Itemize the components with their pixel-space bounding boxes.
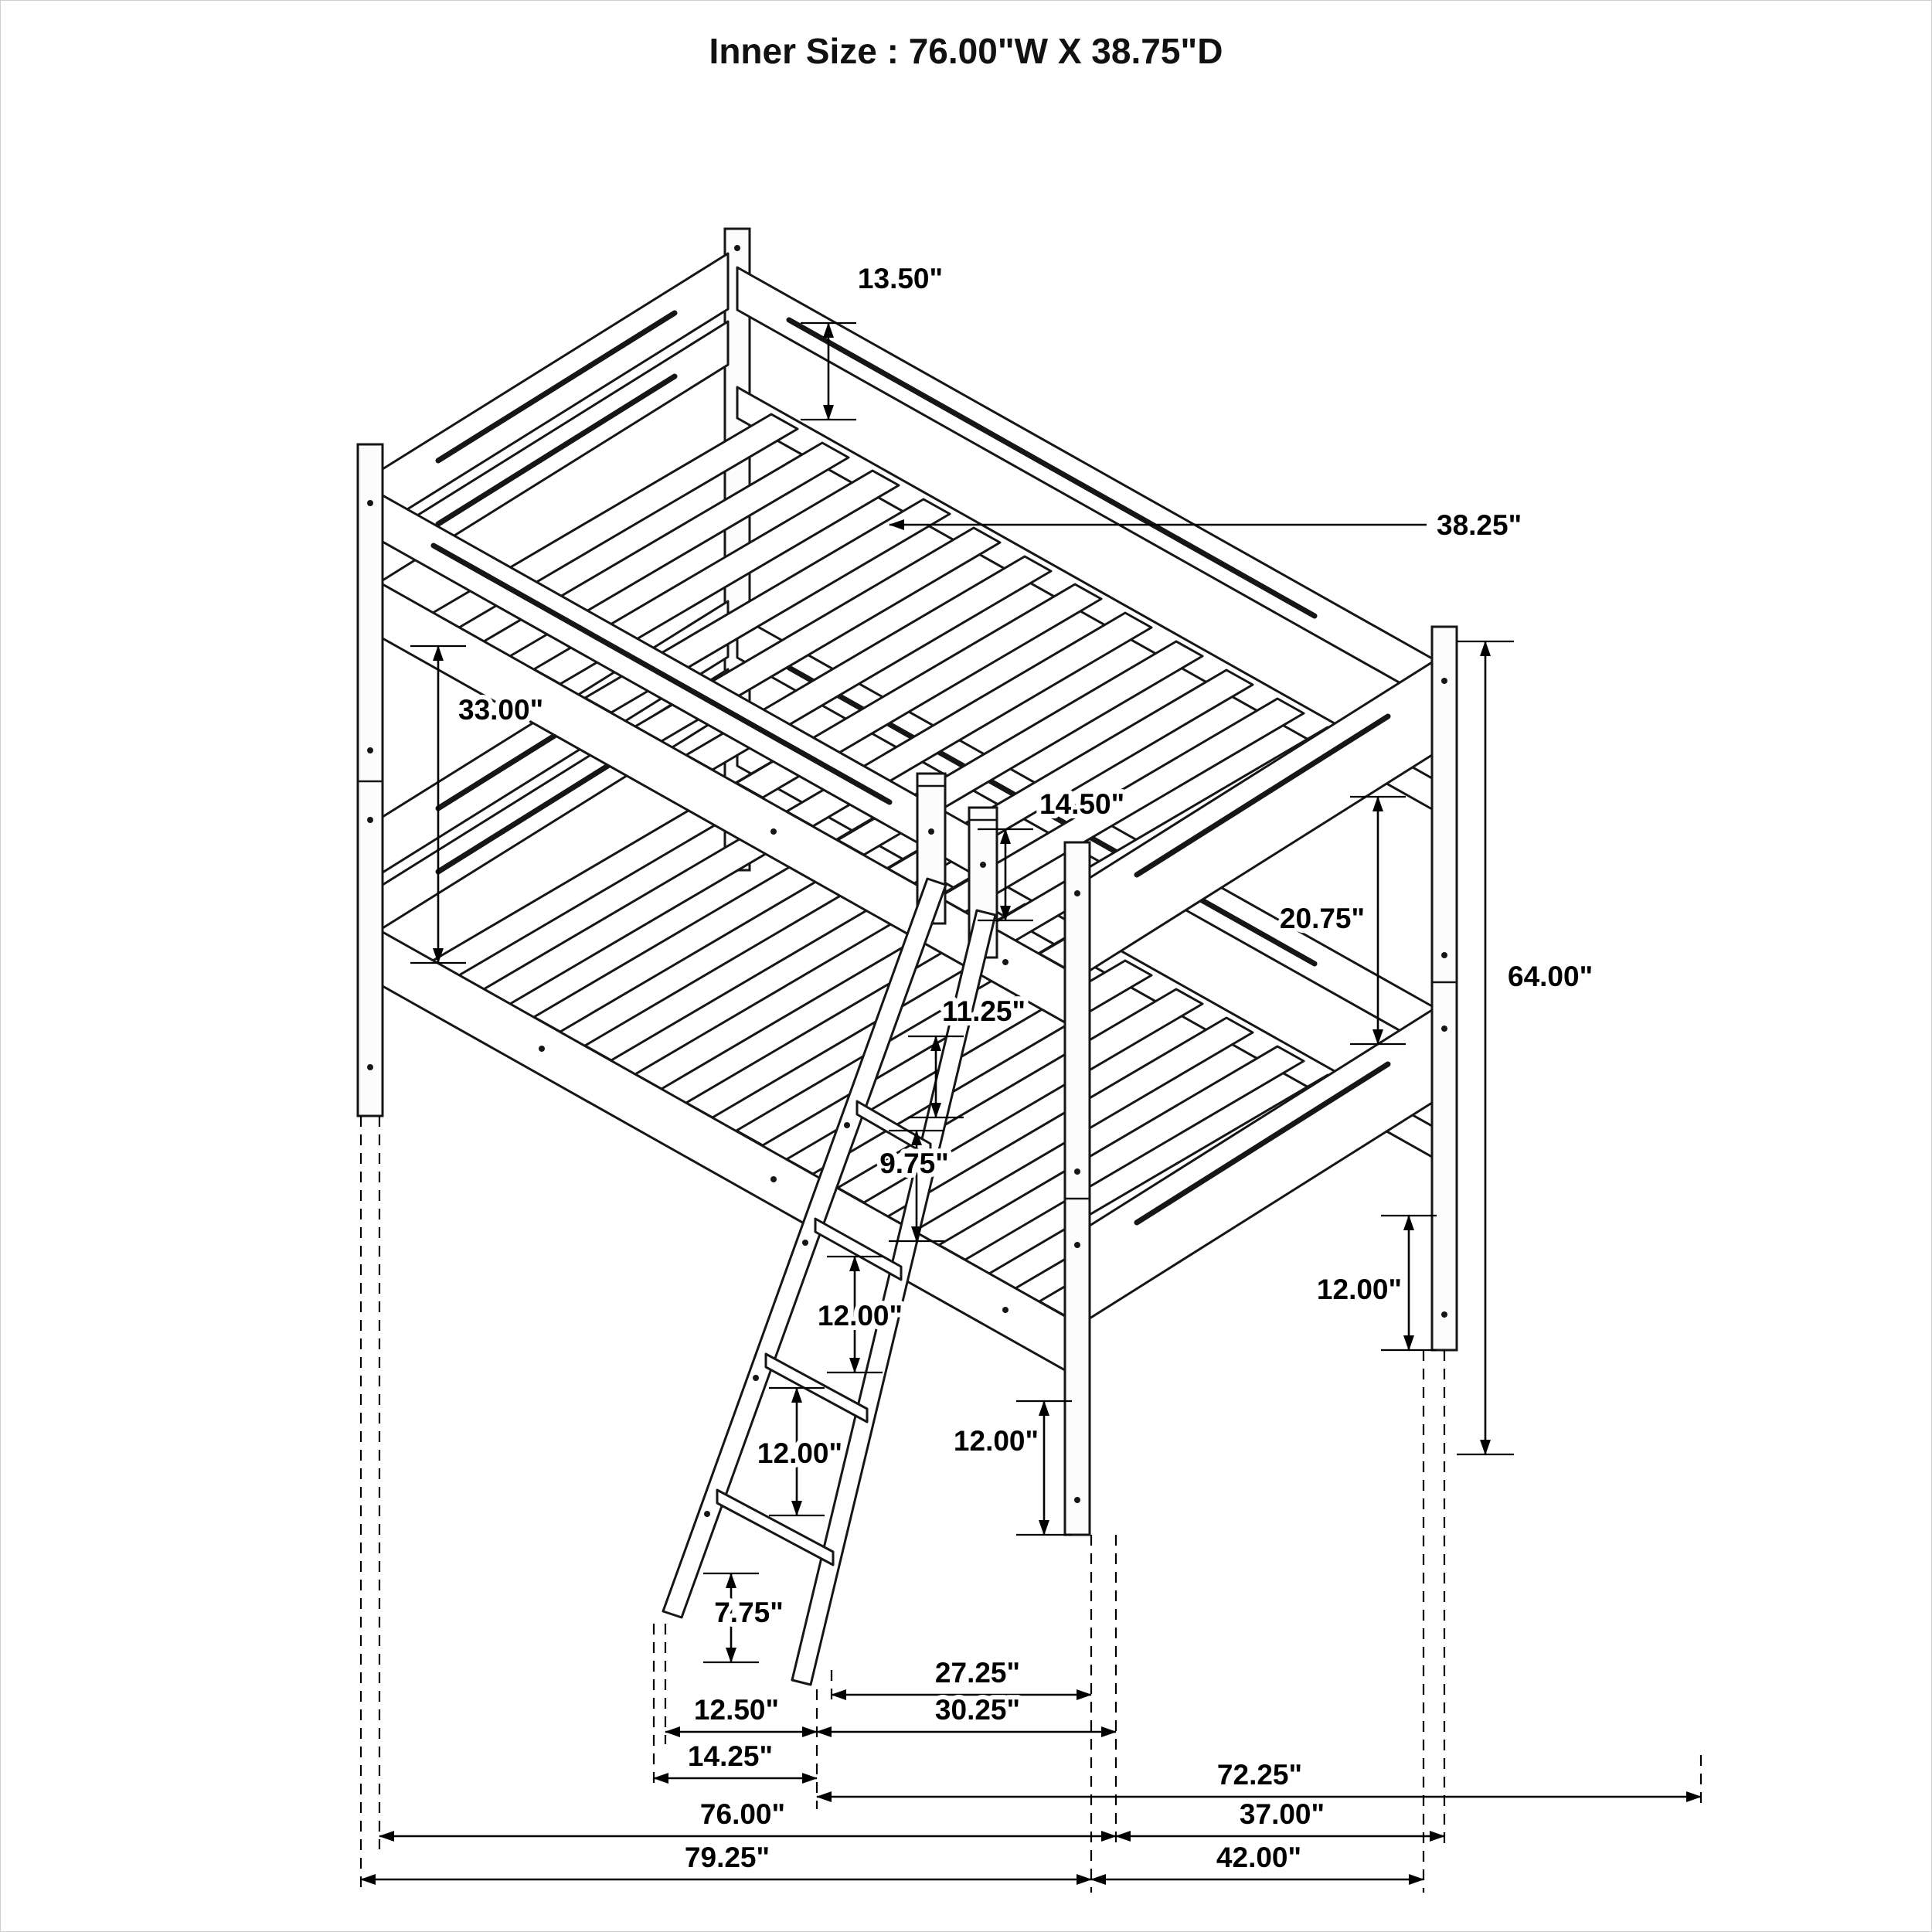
dim-ladder-to-post-inner: 27.25" — [831, 1652, 1092, 1700]
top-footboard-slot — [1134, 713, 1391, 878]
dim-label-headboard-rail-height: 13.50" — [858, 263, 943, 294]
bunk-bed-drawing — [356, 227, 1458, 1686]
dim-label-inner-length: 72.25" — [1217, 1759, 1302, 1791]
dim-label-ladder-width-inner: 12.50" — [694, 1694, 779, 1726]
dim-label-footboard-gap: 20.75" — [1280, 903, 1365, 934]
ladder-left-rail — [662, 877, 947, 1619]
top-back-rail-slot — [786, 317, 1318, 619]
dim-label-overall-height: 64.00" — [1508, 961, 1593, 992]
dim-label-ladder-spacing-4: 12.00" — [757, 1437, 842, 1469]
dim-leg-height-right: 12.00" — [1312, 1214, 1437, 1352]
dim-label-bunk-clearance: 33.00" — [458, 694, 543, 726]
ladder-step-4 — [716, 1488, 835, 1566]
dim-ladder-spacing-3: 12.00" — [813, 1255, 907, 1374]
dim-guardrail-height: 14.50" — [978, 784, 1129, 922]
dim-footboard-gap: 20.75" — [1275, 795, 1406, 1046]
dim-label-ladder-to-post-inner: 27.25" — [935, 1657, 1020, 1689]
dim-label-bed-length: 76.00" — [700, 1798, 785, 1830]
dim-ladder-spacing-2: 9.75" — [875, 1129, 954, 1243]
dim-headboard-rail-height: 13.50" — [801, 258, 947, 421]
dim-label-ladder-to-post-outer: 30.25" — [935, 1694, 1020, 1726]
guard-rail-slot — [430, 543, 893, 805]
ladder — [662, 877, 997, 1686]
left-post — [356, 443, 384, 1117]
dim-label-ladder-spacing-2: 9.75" — [879, 1148, 949, 1179]
dim-ladder-spacing-bottom: 7.75" — [703, 1572, 788, 1664]
dim-inner-length: 72.25" — [816, 1754, 1702, 1802]
front-post — [1063, 841, 1091, 1536]
dim-label-slat-pointer: 38.25" — [1437, 509, 1522, 541]
dim-ladder-width-inner: 12.50" — [665, 1689, 818, 1737]
dim-label-ladder-spacing-bottom: 7.75" — [714, 1597, 784, 1628]
dim-slat-pointer: 38.25" — [889, 505, 1526, 546]
extension-lines — [359, 1116, 1702, 1893]
dim-overall-height: 64.00" — [1457, 640, 1597, 1456]
dim-label-ladder-width-outer: 14.25" — [688, 1740, 773, 1772]
top-headboard-slot-upper — [435, 310, 678, 464]
dim-label-leg-height-front: 12.00" — [954, 1425, 1039, 1457]
ladder-right-rail — [791, 909, 997, 1686]
bottom-footboard-slot — [1134, 1061, 1391, 1226]
dim-label-overall-length: 79.25" — [685, 1842, 770, 1873]
dim-bunk-clearance: 33.00" — [410, 645, 548, 964]
dim-ladder-to-post-outer: 30.25" — [816, 1689, 1117, 1737]
dim-ladder-spacing-top: 11.25" — [908, 991, 1030, 1119]
screw-dots — [367, 245, 1447, 1517]
dim-label-guardrail-height: 14.50" — [1039, 788, 1124, 820]
top-headboard-slot-lower — [435, 373, 678, 527]
dim-label-bed-depth-inner: 37.00" — [1240, 1798, 1325, 1830]
dim-ladder-width-outer: 14.25" — [653, 1736, 818, 1784]
page-title: Inner Size : 76.00"W X 38.75"D — [709, 31, 1223, 71]
dim-overall-length: 79.25" — [360, 1837, 1092, 1885]
dimension-annotations: 13.50" 38.25" 33.00" 14.50" — [360, 258, 1702, 1885]
dim-bed-depth-inner: 37.00" — [1115, 1794, 1445, 1842]
dim-label-ladder-spacing-3: 12.00" — [818, 1300, 903, 1332]
dim-overall-depth: 42.00" — [1090, 1837, 1424, 1885]
dim-leg-height-front: 12.00" — [949, 1400, 1072, 1536]
dim-label-ladder-spacing-top: 11.25" — [942, 995, 1026, 1027]
right-post — [1430, 625, 1458, 1352]
dim-ladder-spacing-4: 12.00" — [753, 1386, 847, 1517]
dim-label-overall-depth: 42.00" — [1216, 1842, 1301, 1873]
ladder-step-2 — [814, 1217, 903, 1281]
dim-label-leg-height-right: 12.00" — [1317, 1274, 1402, 1305]
dim-bed-length: 76.00" — [379, 1794, 1117, 1842]
